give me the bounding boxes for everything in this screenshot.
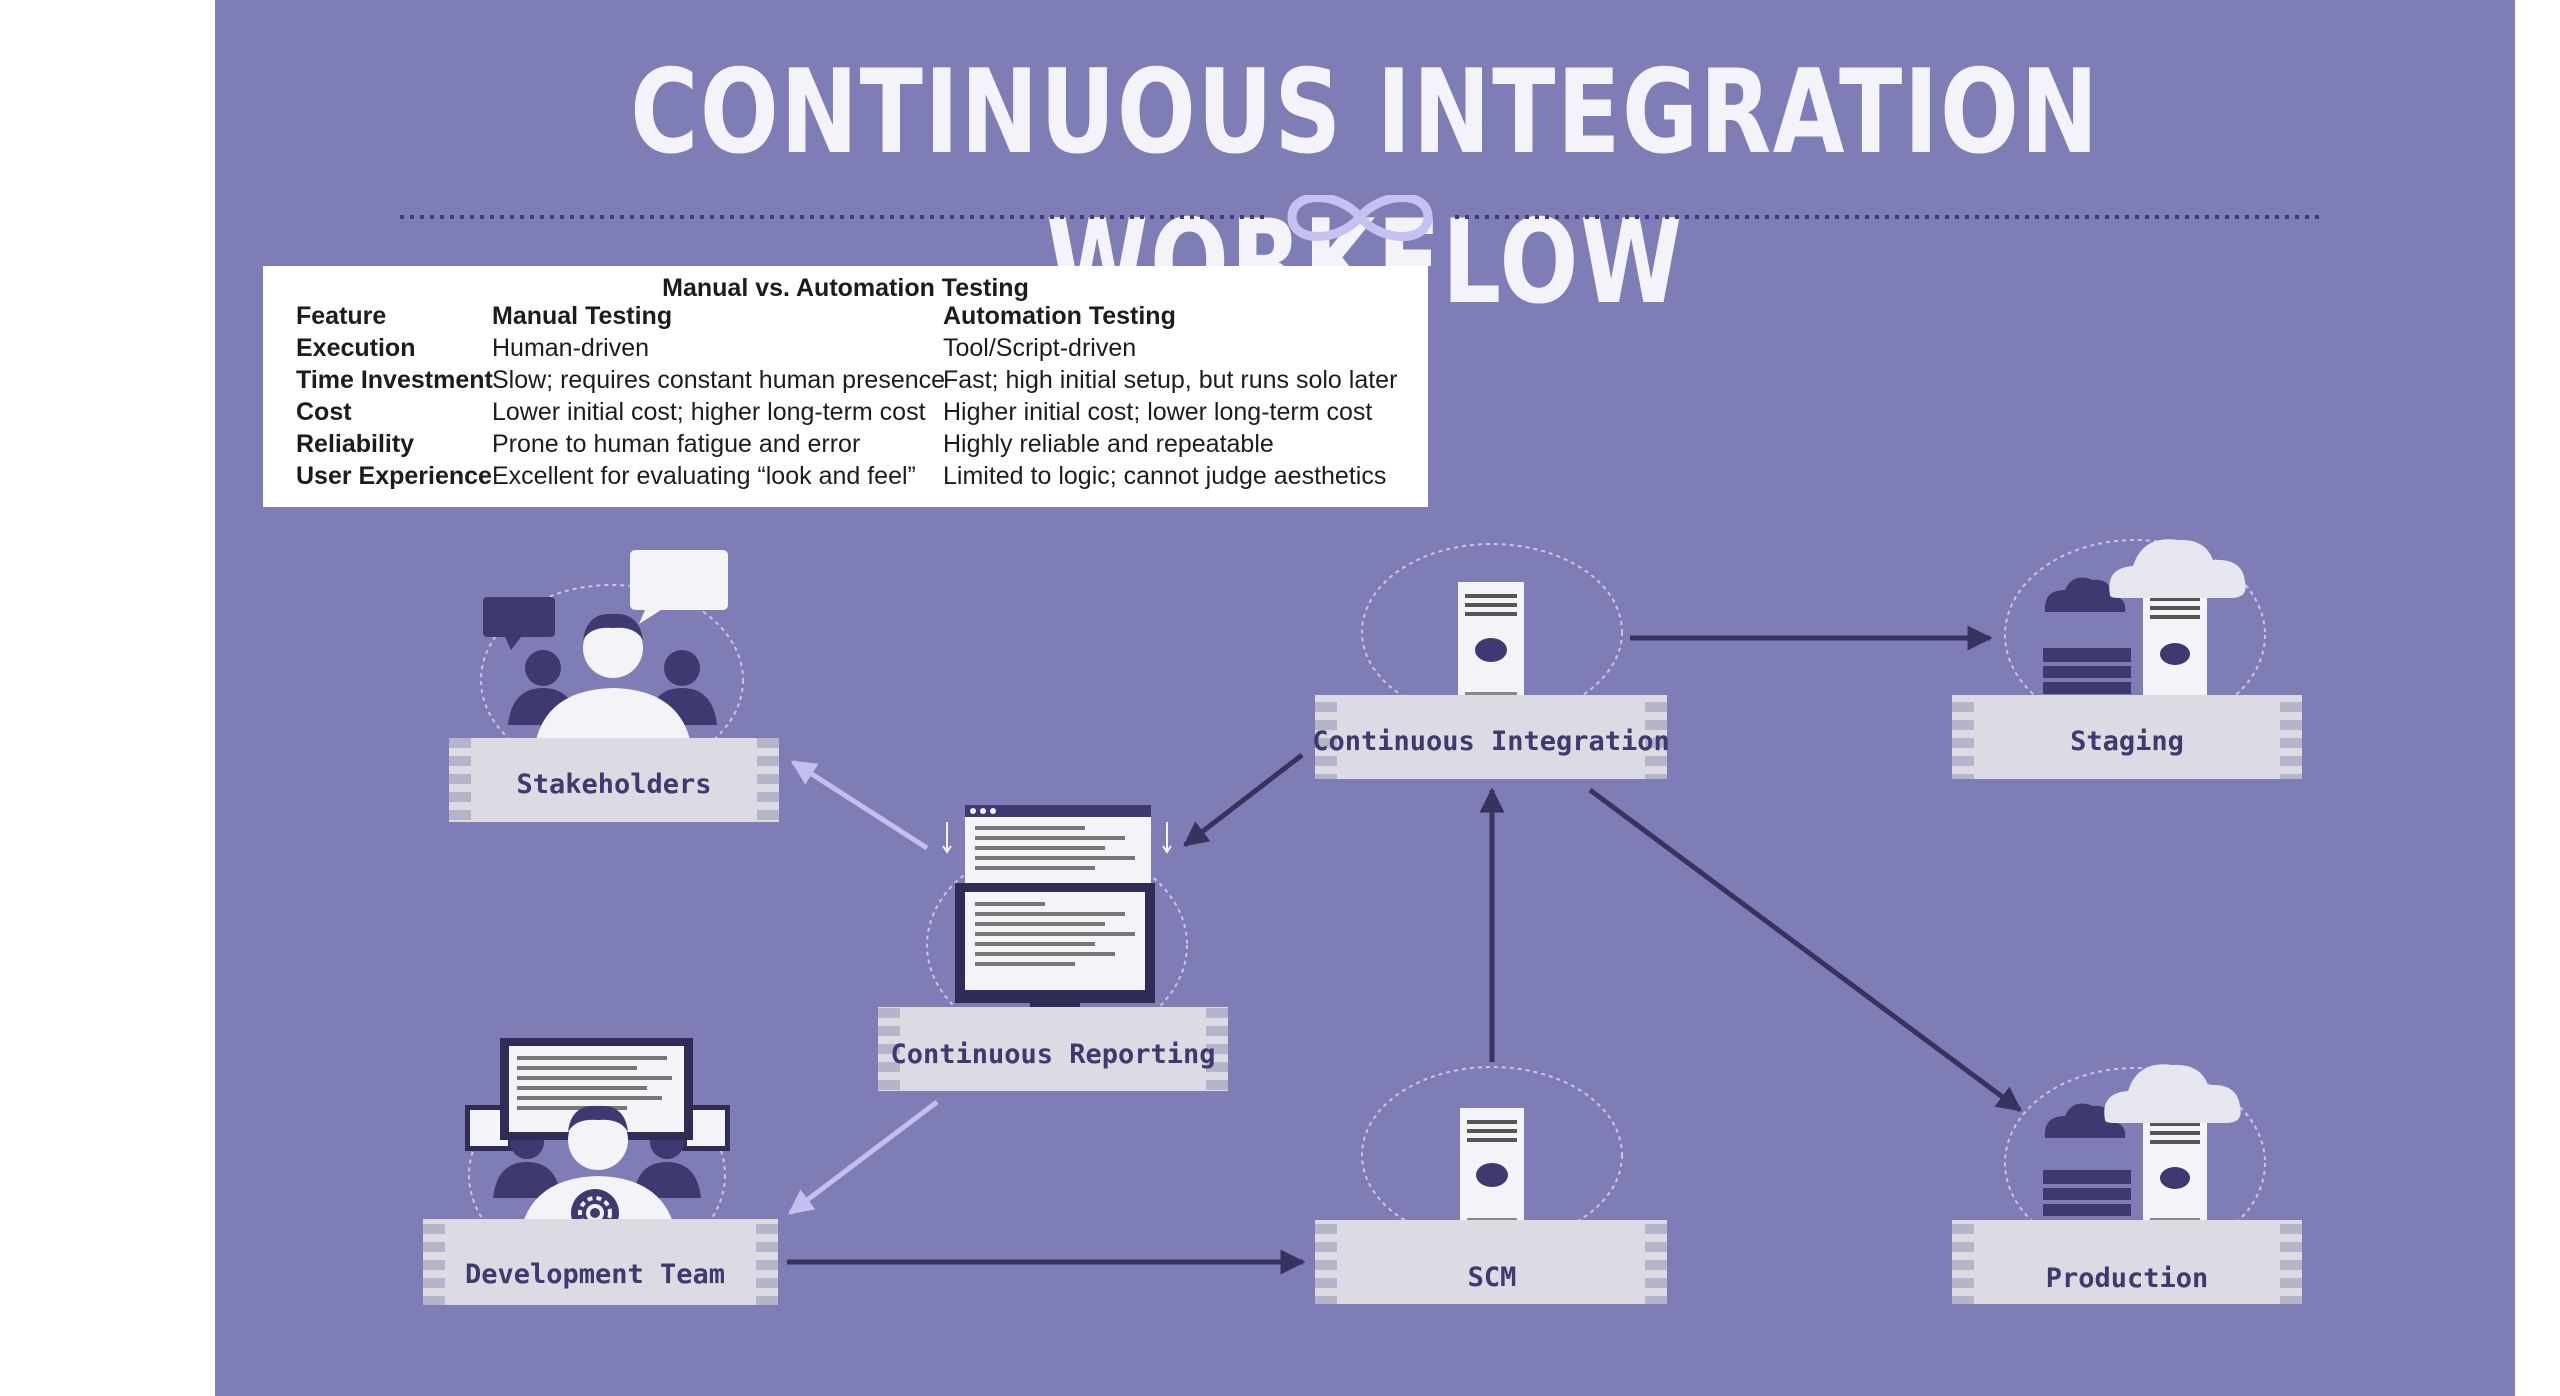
node-development-team[interactable]: Development Team bbox=[423, 1038, 778, 1305]
table-cell: Excellent for evaluating “look and feel” bbox=[492, 462, 916, 490]
comparison-table: Manual vs. Automation Testing Feature Ma… bbox=[263, 266, 1428, 507]
node-label: Production bbox=[2046, 1263, 2209, 1294]
table-cell: Highly reliable and repeatable bbox=[943, 430, 1274, 458]
node-production[interactable]: Production bbox=[1952, 1064, 2302, 1304]
node-label: Continuous Reporting bbox=[890, 1039, 1215, 1070]
table-cell: Fast; high initial setup, but runs solo … bbox=[943, 366, 1398, 394]
node-label: Staging bbox=[2070, 726, 2184, 757]
developer-team-icon bbox=[465, 1038, 730, 1250]
node-continuous-integration[interactable]: Continuous Integration bbox=[1312, 543, 1670, 779]
table-cell: Time Investment bbox=[296, 366, 493, 394]
header-cell: Manual Testing bbox=[492, 302, 673, 330]
table-cell: Lower initial cost; higher long-term cos… bbox=[492, 398, 926, 426]
arrow-reporting-to-devteam bbox=[788, 1100, 939, 1215]
stakeholders-group-icon bbox=[483, 550, 728, 760]
report-monitor-icon bbox=[942, 805, 1172, 1019]
table-cell: Tool/Script-driven bbox=[943, 334, 1137, 362]
infinity-icon bbox=[1287, 195, 1433, 241]
arrow-reporting-to-stakeholders bbox=[790, 759, 929, 851]
table-cell: Prone to human fatigue and error bbox=[492, 430, 861, 458]
cloud-server-icon bbox=[2043, 1064, 2241, 1242]
node-label: SCM bbox=[1468, 1262, 1517, 1293]
table-cell: Limited to logic; cannot judge aesthetic… bbox=[943, 462, 1387, 490]
node-staging[interactable]: Staging bbox=[1952, 539, 2302, 779]
arrow-ci-to-reporting bbox=[1183, 753, 1304, 847]
cloud-server-icon bbox=[2043, 539, 2246, 720]
table-cell: Reliability bbox=[296, 430, 415, 458]
table-cell: Human-driven bbox=[492, 334, 650, 362]
node-label: Stakeholders bbox=[516, 769, 711, 800]
table-cell: Slow; requires constant human presence bbox=[492, 366, 946, 394]
table-cell: Higher initial cost; lower long-term cos… bbox=[943, 398, 1373, 426]
table-cell: User Experience bbox=[296, 462, 492, 490]
node-continuous-reporting[interactable]: Continuous Reporting bbox=[878, 805, 1228, 1091]
diagram-panel: CONTINUOUS INTEGRATION WORKFLOW Manual v… bbox=[215, 0, 2515, 1396]
node-label: Continuous Integration bbox=[1312, 726, 1670, 757]
workflow-diagram: Stakeholders Continuous Integration bbox=[423, 539, 2302, 1305]
table-cell: Execution bbox=[296, 334, 416, 362]
node-label: Development Team bbox=[465, 1259, 725, 1290]
header-cell: Feature bbox=[296, 302, 387, 330]
header-cell: Automation Testing bbox=[943, 302, 1176, 330]
connectors bbox=[787, 625, 2023, 1275]
node-scm[interactable]: SCM bbox=[1315, 1066, 1667, 1304]
table-caption: Manual vs. Automation Testing bbox=[662, 274, 1029, 302]
arrow-ci-to-production bbox=[1588, 787, 2023, 1113]
table-cell: Cost bbox=[296, 398, 352, 426]
node-stakeholders[interactable]: Stakeholders bbox=[449, 550, 779, 822]
title-divider bbox=[400, 195, 2320, 241]
